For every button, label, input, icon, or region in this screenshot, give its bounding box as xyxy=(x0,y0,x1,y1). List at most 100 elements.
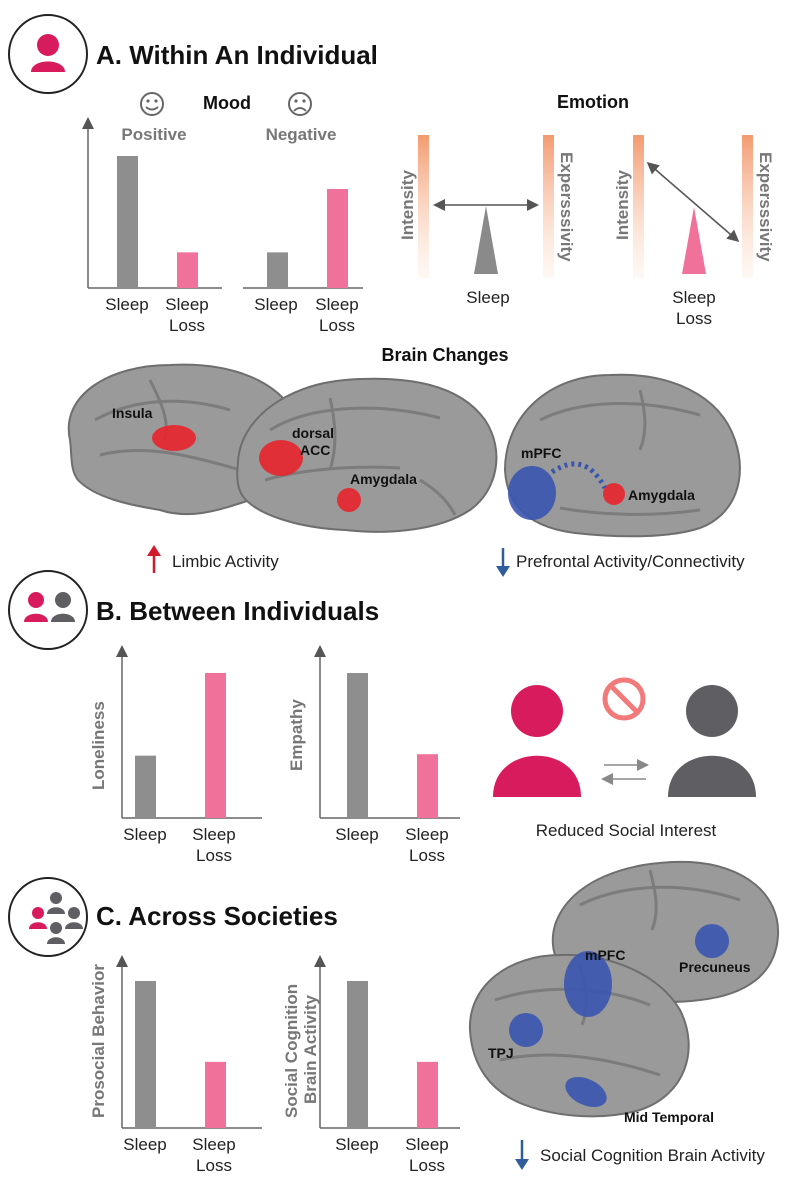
amygdala-label: Amygdala xyxy=(628,487,695,503)
social-cognition-activity-label: Social Cognition Brain Activity xyxy=(540,1146,765,1165)
smile-icon xyxy=(140,92,164,116)
mid-temporal-label: Mid Temporal xyxy=(624,1109,714,1125)
sad-face-icon xyxy=(288,92,312,116)
social-cognition-chart: Social Cognition Brain Activity xyxy=(282,955,460,1129)
amygdala-label: Amygdala xyxy=(350,471,417,487)
insula-region xyxy=(152,425,196,451)
x-label-loss-2: Loss xyxy=(319,316,355,335)
emotion-loss-label-1: Sleep xyxy=(672,288,715,307)
section-c-circle xyxy=(8,877,88,957)
x-label-loss-2: Loss xyxy=(409,846,445,865)
section-b-title: B. Between Individuals xyxy=(96,596,379,626)
insula-label: Insula xyxy=(112,405,153,421)
social-cognition-label-1: Social Cognition xyxy=(282,984,301,1118)
emotion-loss-diagram: Intensity Expersssivity Sleep Loss xyxy=(613,135,775,328)
x-label-sleep: Sleep xyxy=(123,825,166,844)
tilt-arrow xyxy=(646,162,740,242)
emotion-sleep-label: Sleep xyxy=(466,288,509,307)
loneliness-label: Loneliness xyxy=(89,701,108,790)
x-label-loss-2: Loss xyxy=(169,316,205,335)
bar-sleep xyxy=(267,252,288,288)
acc-label: ACC xyxy=(300,442,330,458)
intensity-label: Intensity xyxy=(398,170,417,240)
connectivity-dashes xyxy=(550,461,608,490)
bar-sleep xyxy=(135,981,156,1128)
positive-label: Positive xyxy=(121,125,186,144)
tpj-region xyxy=(509,1013,543,1047)
bar-sleep xyxy=(117,156,138,288)
social-cognition-arrow-icon xyxy=(515,1140,529,1170)
precuneus-region xyxy=(695,924,729,958)
amygdala-region xyxy=(337,488,361,512)
section-b-circle xyxy=(8,570,88,650)
prefrontal-label: Prefrontal Activity/Connectivity xyxy=(516,552,745,571)
bar-sleep-loss xyxy=(327,189,348,288)
x-label-loss-1: Sleep xyxy=(192,1135,235,1154)
brain-changes-title: Brain Changes xyxy=(381,345,508,365)
dorsal-label: dorsal xyxy=(292,425,334,441)
person-icon xyxy=(31,34,65,72)
emotion-title: Emotion xyxy=(557,92,629,112)
mood-negative-chart xyxy=(243,189,363,289)
prefrontal-arrow-icon xyxy=(496,548,510,577)
mpfc-label: mPFC xyxy=(521,445,561,461)
limbic-arrow-icon xyxy=(147,545,161,573)
prosocial-label: Prosocial Behavior xyxy=(89,964,108,1118)
x-label-sleep: Sleep xyxy=(335,1135,378,1154)
x-label-loss-2: Loss xyxy=(196,846,232,865)
two-people-icon xyxy=(24,592,75,622)
section-c-title: C. Across Societies xyxy=(96,901,338,931)
bar-sleep xyxy=(347,673,368,818)
x-label-loss-1: Sleep xyxy=(405,1135,448,1154)
emotion-loss-label-2: Loss xyxy=(676,309,712,328)
mood-title: Mood xyxy=(203,93,251,113)
prohibited-icon xyxy=(602,677,646,721)
section-a: A. Within An Individual Mood Positive Ne… xyxy=(8,14,775,577)
section-b: B. Between Individuals Loneliness Empath… xyxy=(8,570,756,865)
loneliness-chart: Loneliness xyxy=(89,645,262,819)
intensity-label: Intensity xyxy=(613,170,632,240)
limbic-label: Limbic Activity xyxy=(172,552,279,571)
bar-sleep-loss xyxy=(205,673,226,818)
x-label-loss-1: Sleep xyxy=(405,825,448,844)
social-cognition-label-2: Brain Activity xyxy=(301,994,320,1104)
brain-medial xyxy=(236,377,498,533)
bar-sleep-loss xyxy=(417,754,438,818)
emotion-sleep-diagram: Intensity Expersssivity Sleep xyxy=(398,135,576,307)
x-label-loss-1: Sleep xyxy=(315,295,358,314)
bar-sleep xyxy=(135,755,156,818)
expressivity-label: Expersssivity xyxy=(557,152,576,262)
mood-positive-chart xyxy=(82,117,222,289)
x-label-loss-2: Loss xyxy=(409,1156,445,1175)
empathy-chart: Empathy xyxy=(287,645,460,819)
fulcrum-loss xyxy=(682,207,706,274)
mpfc-region xyxy=(508,466,556,520)
fulcrum-sleep xyxy=(474,206,498,274)
section-c: C. Across Societies Prosocial Behavior S… xyxy=(8,860,780,1175)
brain-medial-right xyxy=(503,373,741,538)
bar-sleep xyxy=(347,981,368,1128)
amygdala-region xyxy=(603,483,625,505)
bar-sleep-loss xyxy=(177,252,198,288)
negative-label: Negative xyxy=(266,125,337,144)
expressivity-label: Expersssivity xyxy=(756,152,775,262)
x-label-loss-1: Sleep xyxy=(192,825,235,844)
x-label-loss-2: Loss xyxy=(196,1156,232,1175)
mid-temporal-region xyxy=(565,1076,607,1108)
mpfc-region-c xyxy=(564,951,612,1017)
group-people-icon xyxy=(29,892,83,944)
intensity-bar xyxy=(633,135,644,278)
x-label-sleep: Sleep xyxy=(105,295,148,314)
reduced-social-label: Reduced Social Interest xyxy=(536,821,717,840)
expressivity-bar xyxy=(543,135,554,278)
pink-person-icon xyxy=(493,685,581,797)
intensity-bar xyxy=(418,135,429,278)
section-a-title: A. Within An Individual xyxy=(96,40,378,70)
empathy-label: Empathy xyxy=(287,699,306,771)
bar-sleep-loss xyxy=(417,1061,438,1128)
gray-person-icon xyxy=(668,685,756,797)
tpj-label: TPJ xyxy=(488,1045,514,1061)
dorsal-acc-region xyxy=(259,440,303,476)
x-label-sleep: Sleep xyxy=(335,825,378,844)
